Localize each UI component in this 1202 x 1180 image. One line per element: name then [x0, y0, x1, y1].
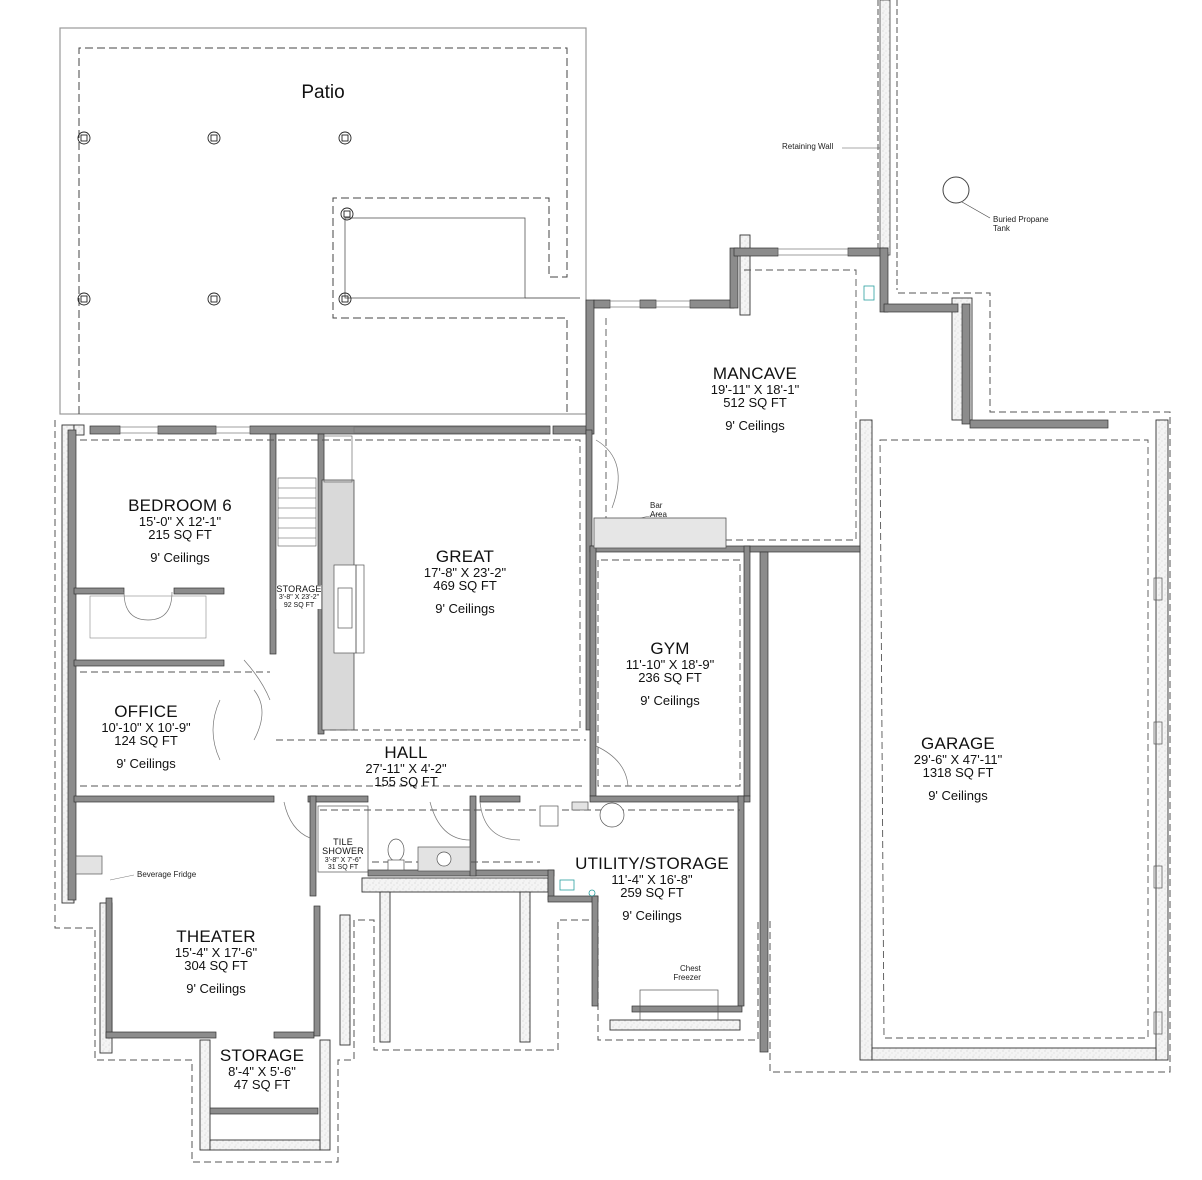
- room-name: HALL: [384, 743, 428, 762]
- chest-freezer-icon: [639, 989, 719, 1021]
- note-retaining-wall: Retaining Wall: [782, 142, 834, 151]
- room-label-storage-closet: STORAGE 3'-8" X 23'-2" 92 SQ FT: [276, 584, 322, 610]
- bar-counter: [593, 517, 727, 549]
- room-area: 304 SQ FT: [184, 958, 248, 974]
- garage-windows: [1153, 577, 1163, 1035]
- toilet-icon: [387, 838, 405, 862]
- patio-column-icon: [77, 131, 354, 306]
- water-heater-icon: [559, 285, 875, 897]
- room-area: 155 SQ FT: [374, 774, 438, 790]
- walls: [67, 247, 1109, 1115]
- room-ceiling: 9' Ceilings: [640, 693, 700, 709]
- room-dims: 17'-8" X 23'-2": [423, 564, 507, 580]
- room-name: UTILITY/STORAGE: [575, 854, 729, 873]
- note-propane-line1: Buried Propane: [993, 215, 1049, 224]
- room-label-theater: THEATER 15'-4" X 17'-6" 304 SQ FT 9' Cei…: [175, 928, 257, 996]
- room-dims: 11'-10" X 18'-9": [625, 656, 715, 672]
- note-propane-line2: Tank: [993, 223, 1010, 233]
- room-name: THEATER: [176, 927, 256, 946]
- bathroom-fixtures: [317, 805, 471, 873]
- foundation-outline: [54, 292, 1171, 1163]
- patio: [59, 27, 587, 415]
- propane-tank-icon: [942, 176, 991, 219]
- utility-fixtures: [539, 801, 719, 1021]
- note-propane: Buried Propane Tank: [993, 215, 1049, 234]
- room-label-mancave: MANCAVE 19'-11" X 18'-1" 512 SQ FT 9' Ce…: [711, 365, 799, 433]
- note-bar-area: Bar Area: [650, 501, 667, 520]
- room-name: GYM: [650, 639, 690, 658]
- room-dims: 8'-4" X 5'-6": [228, 1063, 296, 1079]
- windows: [119, 248, 849, 434]
- room-area: 512 SQ FT: [723, 395, 787, 411]
- room-label-gym: GYM 11'-10" X 18'-9" 236 SQ FT 9' Ceilin…: [626, 640, 714, 708]
- room-dims: 15'-0" X 12'-1": [138, 513, 222, 529]
- room-area: 1318 SQ FT: [922, 765, 994, 781]
- room-dims: 3'-8" X 23'-2": [278, 594, 320, 602]
- fireplace: [333, 564, 365, 654]
- room-name: STORAGE: [276, 584, 322, 594]
- room-ceiling: 9' Ceilings: [435, 601, 495, 617]
- room-area: 259 SQ FT: [620, 885, 684, 901]
- room-dims: 27'-11" X 4'-2": [365, 760, 447, 776]
- room-ceiling: 9' Ceilings: [186, 981, 246, 997]
- room-area: 124 SQ FT: [114, 733, 178, 749]
- beverage-fridge-icon: [75, 855, 103, 875]
- note-bar-line2: Area: [650, 509, 667, 519]
- note-beverage-fridge: Beverage Fridge: [137, 870, 197, 879]
- room-ceiling: 9' Ceilings: [928, 788, 988, 804]
- room-label-hall: HALL 27'-11" X 4'-2" 155 SQ FT: [365, 744, 446, 789]
- room-label-great: GREAT 17'-8" X 23'-2" 469 SQ FT 9' Ceili…: [424, 548, 506, 616]
- room-area: 469 SQ FT: [433, 578, 497, 594]
- room-dims: 11'-4" X 16'-8": [611, 871, 693, 887]
- ceiling-lines: [80, 269, 1149, 1039]
- note-freezer-line2: Freezer: [673, 972, 701, 982]
- room-ceiling: 9' Ceilings: [116, 756, 176, 772]
- room-area: 236 SQ FT: [638, 670, 702, 686]
- room-name: GARAGE: [921, 734, 995, 753]
- room-area: 31 SQ FT: [327, 864, 359, 872]
- room-area: 92 SQ FT: [283, 601, 315, 609]
- stairs: [277, 435, 353, 547]
- room-ceiling: 9' Ceilings: [150, 550, 210, 566]
- closet-shelf: [89, 595, 207, 639]
- room-name: BEDROOM 6: [128, 496, 232, 515]
- room-ceiling: 9' Ceilings: [622, 908, 682, 924]
- room-name: OFFICE: [114, 702, 178, 721]
- room-name: GREAT: [435, 547, 495, 566]
- room-label-tile-shower: TILE SHOWER 3'-8" X 7'-6" 31 SQ FT: [321, 837, 365, 872]
- note-chest-freezer: Chest Freezer: [670, 964, 701, 983]
- door-swings: [123, 439, 629, 841]
- room-label-bedroom6: BEDROOM 6 15'-0" X 12'-1" 215 SQ FT 9' C…: [128, 497, 232, 565]
- room-label-storage: STORAGE 8'-4" X 5'-6" 47 SQ FT: [220, 1047, 304, 1092]
- room-name: MANCAVE: [712, 364, 798, 383]
- room-label-utility: UTILITY/STORAGE 11'-4" X 16'-8" 259 SQ F…: [575, 855, 729, 923]
- note-freezer-line1: Chest: [680, 964, 701, 973]
- patio-label: Patio: [301, 82, 345, 103]
- exterior-walls: [61, 234, 1169, 1151]
- room-ceiling: 9' Ceilings: [725, 418, 785, 434]
- room-dims: 15'-4" X 17'-6": [174, 944, 258, 960]
- retaining-wall: [842, 0, 898, 290]
- room-area: 47 SQ FT: [233, 1077, 291, 1093]
- room-area: 215 SQ FT: [148, 527, 212, 543]
- room-dims: 3'-8" X 7'-6": [324, 856, 362, 864]
- room-label-garage: GARAGE 29'-6" X 47'-11" 1318 SQ FT 9' Ce…: [914, 735, 1002, 803]
- room-name: STORAGE: [219, 1046, 305, 1065]
- room-label-office: OFFICE 10'-10" X 10'-9" 124 SQ FT 9' Cei…: [101, 703, 190, 771]
- room-dims: 19'-11" X 18'-1": [710, 381, 800, 397]
- room-dims: 10'-10" X 10'-9": [101, 719, 191, 735]
- note-bar-line1: Bar: [650, 501, 663, 510]
- room-name: TILE SHOWER: [322, 837, 364, 857]
- room-dims: 29'-6" X 47'-11": [913, 751, 1003, 767]
